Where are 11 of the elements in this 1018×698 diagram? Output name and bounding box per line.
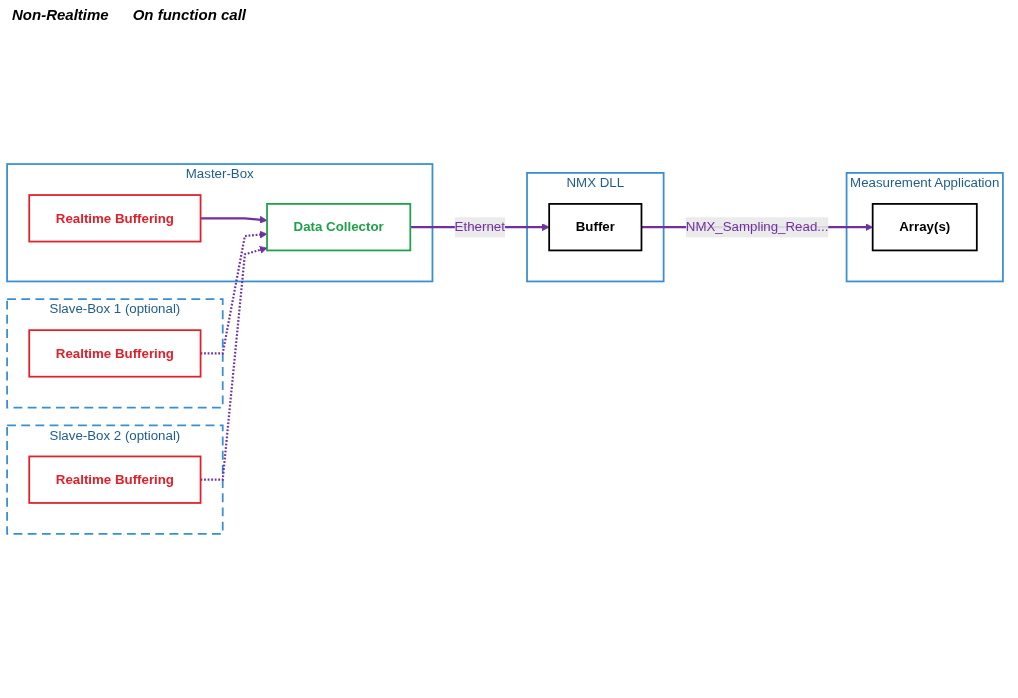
node-box: Data Collector <box>266 203 412 252</box>
node-box: Realtime Buffering <box>28 194 202 243</box>
edge-label: Ethernet <box>454 218 505 235</box>
node-box: Array(s) <box>871 203 978 252</box>
node-box: Realtime Buffering <box>28 455 202 504</box>
edge-label: NMX_Sampling_Read... <box>685 218 829 235</box>
edge-note: On function call <box>132 6 247 23</box>
arrow <box>200 215 268 224</box>
node-box: Realtime Buffering <box>28 329 202 378</box>
node-box: Buffer <box>548 203 643 252</box>
edge-note: Non-Realtime <box>12 6 109 23</box>
